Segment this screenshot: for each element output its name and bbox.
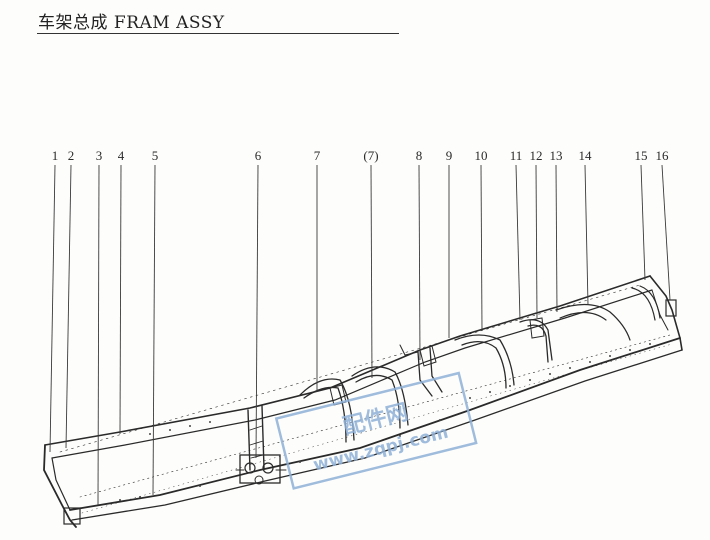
callout-3: 3: [96, 148, 103, 163]
callout-7-alt: (7): [363, 148, 378, 163]
watermark-border: [274, 371, 478, 490]
callout-10: 10: [475, 148, 488, 163]
callout-16: 16: [656, 148, 670, 163]
callout-labels: 1 2 3 4 5 6 7 (7) 8 9 10 11 12 13 14 15 …: [52, 148, 669, 163]
callout-7: 7: [314, 148, 321, 163]
callout-11: 11: [510, 148, 523, 163]
cross-member-e: [454, 334, 515, 389]
spring-bracket-cluster: [235, 454, 287, 485]
callout-2: 2: [68, 148, 75, 163]
tow-hook-bracket: [63, 507, 81, 525]
callout-1: 1: [52, 148, 59, 163]
callout-13: 13: [550, 148, 563, 163]
cross-member-b: [299, 378, 355, 443]
bottom-side-rail-inner: [71, 349, 683, 521]
cross-member-a: [247, 405, 265, 471]
front-bumper-bracket: [665, 299, 677, 317]
title-underline: [37, 33, 399, 34]
callout-15: 15: [635, 148, 648, 163]
bottom-side-rail: [69, 337, 681, 511]
top-side-rail-inner: [51, 289, 653, 459]
rear-end-cross-member: [43, 444, 77, 528]
callout-9: 9: [446, 148, 453, 163]
callout-8: 8: [416, 148, 423, 163]
frame-assembly: [43, 275, 683, 528]
top-side-rail: [44, 275, 651, 446]
callout-12: 12: [530, 148, 543, 163]
leader-lines: [49, 164, 671, 506]
cross-member-d: [417, 347, 443, 397]
cross-member-g: [555, 303, 631, 341]
callout-14: 14: [579, 148, 593, 163]
cross-member-c: [351, 366, 409, 429]
callout-4: 4: [118, 148, 125, 163]
front-cross-member: [631, 285, 661, 321]
page-title: 车架总成 FRAM ASSY: [38, 13, 225, 33]
callout-6: 6: [255, 148, 262, 163]
callout-5: 5: [152, 148, 159, 163]
front-end-cross-member: [649, 275, 683, 351]
